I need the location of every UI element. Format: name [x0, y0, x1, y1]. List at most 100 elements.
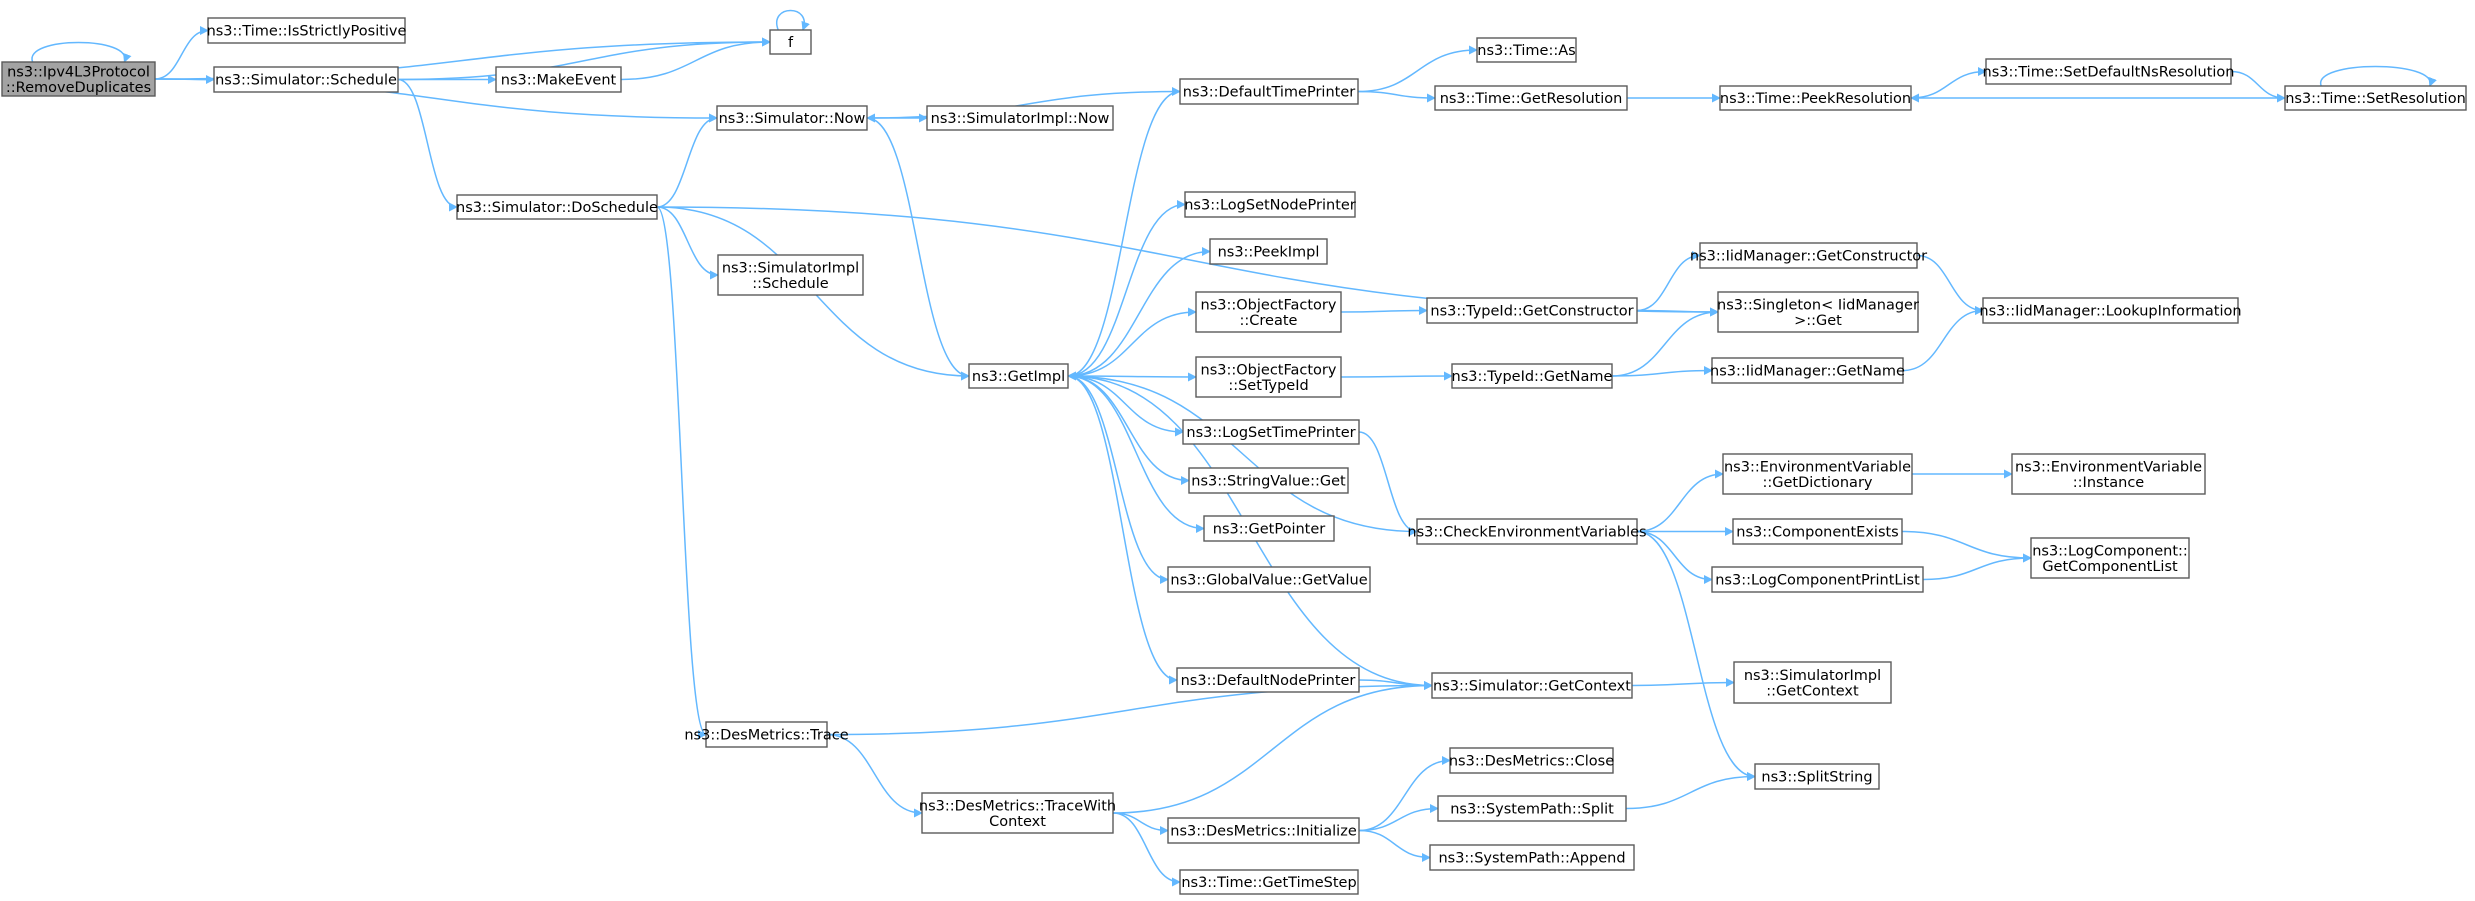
node-is-strictly-positive[interactable]: ns3::Time::IsStrictlyPositive: [207, 17, 407, 44]
node-label: ns3::EnvironmentVariable: [1724, 459, 1911, 475]
node-string-value-get[interactable]: ns3::StringValue::Get: [1188, 467, 1349, 494]
node-log-component-print-list[interactable]: ns3::LogComponentPrintList: [1711, 566, 1924, 593]
node-box: [1985, 58, 2232, 85]
node-system-path-append[interactable]: ns3::SystemPath::Append: [1429, 844, 1635, 871]
node-now[interactable]: ns3::Simulator::Now: [716, 105, 868, 131]
node-log-set-node-printer[interactable]: ns3::LogSetNodePrinter: [1184, 191, 1356, 218]
node-check-env-vars[interactable]: ns3::CheckEnvironmentVariables: [1407, 518, 1647, 545]
node-component-exists[interactable]: ns3::ComponentExists: [1732, 518, 1903, 545]
node-peek-resolution[interactable]: ns3::Time::PeekResolution: [1719, 85, 1912, 111]
node-label: ns3::DesMetrics::TraceWith: [919, 798, 1116, 814]
edge-root-to-is-strictly-positive: [154, 26, 209, 80]
edge-sim-get-context-to-sim-impl-get-context: [1631, 678, 1735, 688]
node-schedule[interactable]: ns3::Simulator::Schedule: [213, 66, 399, 93]
node-singleton-get[interactable]: ns3::Singleton< IidManager >::Get: [1717, 291, 1919, 333]
edge-type-id-get-name-to-singleton-get: [1611, 307, 1719, 377]
edge-component-exists-to-log-get-component-list: [1901, 530, 2032, 563]
node-label: ns3::MakeEvent: [501, 73, 617, 89]
node-label: ns3::DefaultNodePrinter: [1181, 673, 1356, 689]
node-box: [1184, 191, 1356, 218]
node-label: ns3::Singleton< IidManager: [1717, 297, 1919, 313]
edge-set-default-ns-to-set-resolution: [2230, 70, 2286, 103]
node-get-resolution[interactable]: ns3::Time::GetResolution: [1434, 85, 1628, 111]
edge-layer: [31, 9, 2437, 887]
node-env-get-dictionary[interactable]: ns3::EnvironmentVariable::GetDictionary: [1722, 453, 1913, 495]
node-label: GetComponentList: [2042, 559, 2178, 575]
node-label: ::Instance: [2073, 475, 2145, 491]
edge-des-initialize-to-system-path-append: [1358, 829, 1431, 862]
edge-get-impl-to-string-value-get: [1067, 375, 1190, 485]
node-box: [1195, 291, 1342, 333]
node-box: [2011, 453, 2206, 495]
node-des-trace[interactable]: ns3::DesMetrics::Trace: [684, 721, 849, 748]
node-label: ns3::LogComponent::: [2032, 543, 2188, 559]
edge-obj-factory-set-type-id-to-type-id-get-name: [1340, 371, 1453, 381]
edge-get-impl-to-global-value-get-value: [1067, 375, 1169, 584]
node-get-pointer[interactable]: ns3::GetPointer: [1203, 515, 1335, 542]
node-des-initialize[interactable]: ns3::DesMetrics::Initialize: [1167, 817, 1360, 844]
node-sim-impl-get-context[interactable]: ns3::SimulatorImpl::GetContext: [1733, 661, 1892, 704]
edge-get-impl-to-obj-factory-create: [1067, 307, 1197, 377]
node-box: [1732, 518, 1903, 545]
node-type-id-get-constructor[interactable]: ns3::TypeId::GetConstructor: [1426, 297, 1638, 324]
node-set-default-ns[interactable]: ns3::Time::SetDefaultNsResolution: [1983, 58, 2235, 85]
node-env-instance[interactable]: ns3::EnvironmentVariable::Instance: [2011, 453, 2206, 495]
edge-get-impl-to-default-time-printer: [1067, 87, 1181, 377]
node-log-get-component-list[interactable]: ns3::LogComponent::GetComponentList: [2030, 537, 2190, 579]
node-box: [213, 66, 399, 93]
node-label: ns3::DesMetrics::Initialize: [1170, 824, 1357, 840]
node-time-as[interactable]: ns3::Time::As: [1476, 37, 1577, 63]
node-f[interactable]: f: [769, 29, 812, 55]
node-log-set-time-printer[interactable]: ns3::LogSetTimePrinter: [1182, 419, 1360, 445]
node-box: [1195, 356, 1342, 398]
node-label: ns3::LogSetNodePrinter: [1184, 198, 1356, 214]
node-box: [1711, 357, 1904, 384]
edge-des-initialize-to-system-path-split: [1358, 804, 1439, 832]
node-label: ns3::IidManager::LookupInformation: [1979, 304, 2241, 320]
node-obj-factory-set-type-id[interactable]: ns3::ObjectFactory::SetTypeId: [1195, 356, 1342, 398]
node-make-event[interactable]: ns3::MakeEvent: [495, 66, 622, 93]
node-sim-get-context[interactable]: ns3::Simulator::GetContext: [1431, 672, 1633, 699]
node-label: ns3::CheckEnvironmentVariables: [1407, 525, 1646, 541]
node-obj-factory-create[interactable]: ns3::ObjectFactory::Create: [1195, 291, 1342, 333]
node-peek-impl[interactable]: ns3::PeekImpl: [1209, 238, 1328, 265]
node-sim-impl-now[interactable]: ns3::SimulatorImpl::Now: [926, 105, 1114, 131]
node-global-value-get-value[interactable]: ns3::GlobalValue::GetValue: [1167, 566, 1371, 593]
node-box: [2030, 537, 2190, 579]
node-label: ns3::TypeId::GetName: [1452, 369, 1613, 385]
node-label: ns3::PeekImpl: [1218, 245, 1320, 261]
node-box: [1451, 363, 1613, 389]
node-iid-get-name[interactable]: ns3::IidManager::GetName: [1710, 357, 1905, 384]
node-default-node-printer[interactable]: ns3::DefaultNodePrinter: [1176, 667, 1360, 693]
edge-check-env-vars-to-log-component-print-list: [1636, 530, 1713, 584]
node-get-time-step[interactable]: ns3::Time::GetTimeStep: [1179, 869, 1359, 895]
edge-set-resolution-to-set-resolution: [2320, 65, 2437, 87]
node-des-close[interactable]: ns3::DesMetrics::Close: [1449, 747, 1614, 774]
node-box: [716, 105, 868, 131]
node-get-impl[interactable]: ns3::GetImpl: [968, 363, 1069, 389]
node-default-time-printer[interactable]: ns3::DefaultTimePrinter: [1179, 78, 1359, 105]
node-set-resolution[interactable]: ns3::Time::SetResolution: [2284, 85, 2467, 111]
node-label: ns3::Time::IsStrictlyPositive: [207, 24, 407, 40]
node-box: [207, 17, 406, 44]
edge-get-impl-to-peek-impl: [1067, 247, 1211, 377]
node-label: ns3::Simulator::Schedule: [215, 73, 397, 89]
node-sim-impl-schedule[interactable]: ns3::SimulatorImpl::Schedule: [717, 254, 864, 296]
edge-make-event-to-f: [620, 37, 771, 81]
node-box: [1982, 297, 2239, 324]
node-label: ns3::SimulatorImpl: [1744, 668, 1881, 684]
edge-des-initialize-to-des-close: [1358, 756, 1451, 832]
node-label: ::RemoveDuplicates: [6, 80, 151, 96]
node-type-id-get-name[interactable]: ns3::TypeId::GetName: [1451, 363, 1613, 389]
node-split-string[interactable]: ns3::SplitString: [1754, 763, 1880, 790]
node-label: ns3::GetImpl: [972, 369, 1065, 385]
node-system-path-split[interactable]: ns3::SystemPath::Split: [1437, 795, 1627, 822]
node-label: f: [788, 35, 794, 51]
edge-root-to-root: [31, 41, 132, 63]
node-root[interactable]: ns3::Ipv4L3Protocol::RemoveDuplicates: [1, 61, 156, 97]
node-iid-lookup[interactable]: ns3::IidManager::LookupInformation: [1979, 297, 2242, 324]
node-iid-get-constructor[interactable]: ns3::IidManager::GetConstructor: [1690, 242, 1927, 269]
node-do-schedule[interactable]: ns3::Simulator::DoSchedule: [456, 194, 658, 220]
